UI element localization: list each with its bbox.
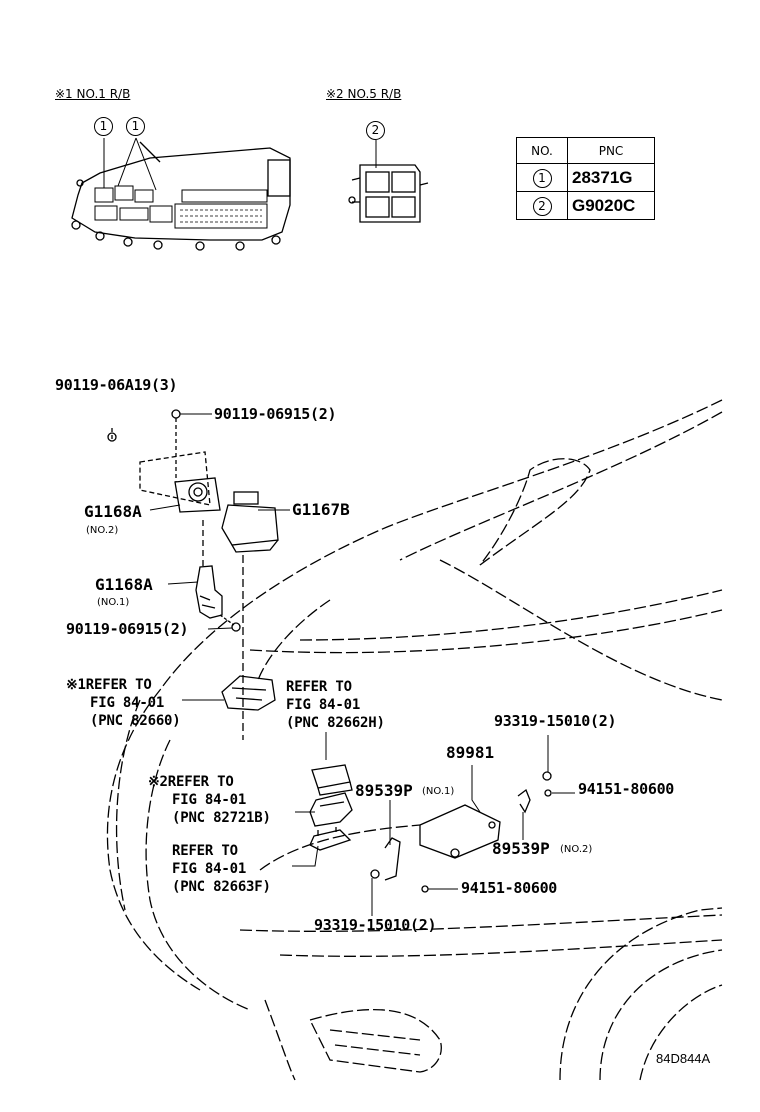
pnc-row-number: 2 — [532, 197, 552, 216]
relay-parts-drawing — [309, 764, 353, 851]
relay-block-no1-drawing — [71, 137, 291, 251]
reference-82663f: REFER TO FIG 84-01 (PNC 82663F) — [172, 842, 271, 896]
reference-82660: ※1REFER TO FIG 84-01 (PNC 82660) — [66, 676, 181, 730]
callout-1b: 1 — [126, 117, 145, 136]
reference-line: (PNC 82721B) — [172, 810, 271, 826]
figure-code: 84D844A — [656, 1051, 711, 1066]
part-label-89539p-no1: 89539P — [355, 781, 413, 800]
callout-2: 2 — [366, 121, 385, 140]
pnc-table-header: NO. PNC — [516, 137, 655, 164]
reference-82721b: ※2REFER TO FIG 84-01 (PNC 82721B) — [148, 773, 271, 827]
reference-line: (PNC 82662H) — [286, 715, 385, 731]
part-label-g1168a-no2: G1168A — [84, 502, 142, 521]
pnc-row-number: 1 — [532, 169, 552, 188]
reference-line: FIG 84-01 — [172, 792, 247, 808]
part-label-93319-15010-right: 93319-15010(2) — [494, 712, 617, 730]
part-label-94151-80600-bottom: 94151-80600 — [461, 879, 558, 897]
leader-lines — [149, 413, 575, 916]
part-sublabel-no2: (NO.2) — [86, 525, 119, 536]
callout-1a: 1 — [94, 117, 113, 136]
reference-82662h: REFER TO FIG 84-01 (PNC 82662H) — [286, 678, 385, 732]
reference-line: (PNC 82660) — [90, 713, 181, 729]
part-sublabel-89539p-no2: (NO.2) — [560, 844, 593, 855]
pnc-table-cell-pnc: 28371G — [567, 163, 655, 192]
relay-block-no5-header: ※2 NO.5 R/B — [326, 87, 402, 101]
part-label-93319-15010-bottom: 93319-15010(2) — [314, 916, 437, 934]
sensor-assembly-drawing — [107, 409, 279, 740]
part-label-89981: 89981 — [446, 743, 495, 762]
relay-block-no1-header: ※1 NO.1 R/B — [55, 87, 131, 101]
part-label-90119-06a19: 90119-06A19(3) — [55, 376, 178, 394]
pnc-table-header-pnc: PNC — [567, 137, 655, 164]
part-label-89539p-no2: 89539P — [492, 839, 550, 858]
part-sublabel-89539p-no1: (NO.1) — [422, 786, 455, 797]
relay-block-no5-drawing — [348, 140, 429, 223]
pnc-table-cell-no: 2 — [516, 191, 568, 220]
pnc-table: NO. PNC 1 28371G 2 G9020C — [516, 137, 655, 220]
part-label-g1168a-no1: G1168A — [95, 575, 153, 594]
pnc-table-header-no: NO. — [516, 137, 568, 164]
reference-line: FIG 84-01 — [172, 861, 247, 877]
reference-line: REFER TO — [286, 679, 352, 695]
part-label-94151-80600-right: 94151-80600 — [578, 780, 675, 798]
vehicle-body-drawing — [106, 399, 723, 1081]
pnc-table-cell-no: 1 — [516, 163, 568, 192]
pnc-table-cell-pnc: G9020C — [567, 191, 655, 220]
reference-line: REFER TO — [172, 843, 238, 859]
reference-line: ※1REFER TO — [66, 677, 152, 693]
reference-line: (PNC 82663F) — [172, 879, 271, 895]
junction-block-drawing — [221, 675, 276, 711]
pnc-table-row: 1 28371G — [516, 163, 655, 192]
part-label-90119-06915-top: 90119-06915(2) — [214, 405, 337, 423]
part-sublabel-no1: (NO.1) — [97, 597, 130, 608]
pnc-table-row: 2 G9020C — [516, 191, 655, 220]
part-label-g1167b: G1167B — [292, 500, 350, 519]
reference-line: FIG 84-01 — [90, 695, 165, 711]
reference-line: ※2REFER TO — [148, 774, 234, 790]
reference-line: FIG 84-01 — [286, 697, 361, 713]
part-label-90119-06915-bottom: 90119-06915(2) — [66, 620, 189, 638]
